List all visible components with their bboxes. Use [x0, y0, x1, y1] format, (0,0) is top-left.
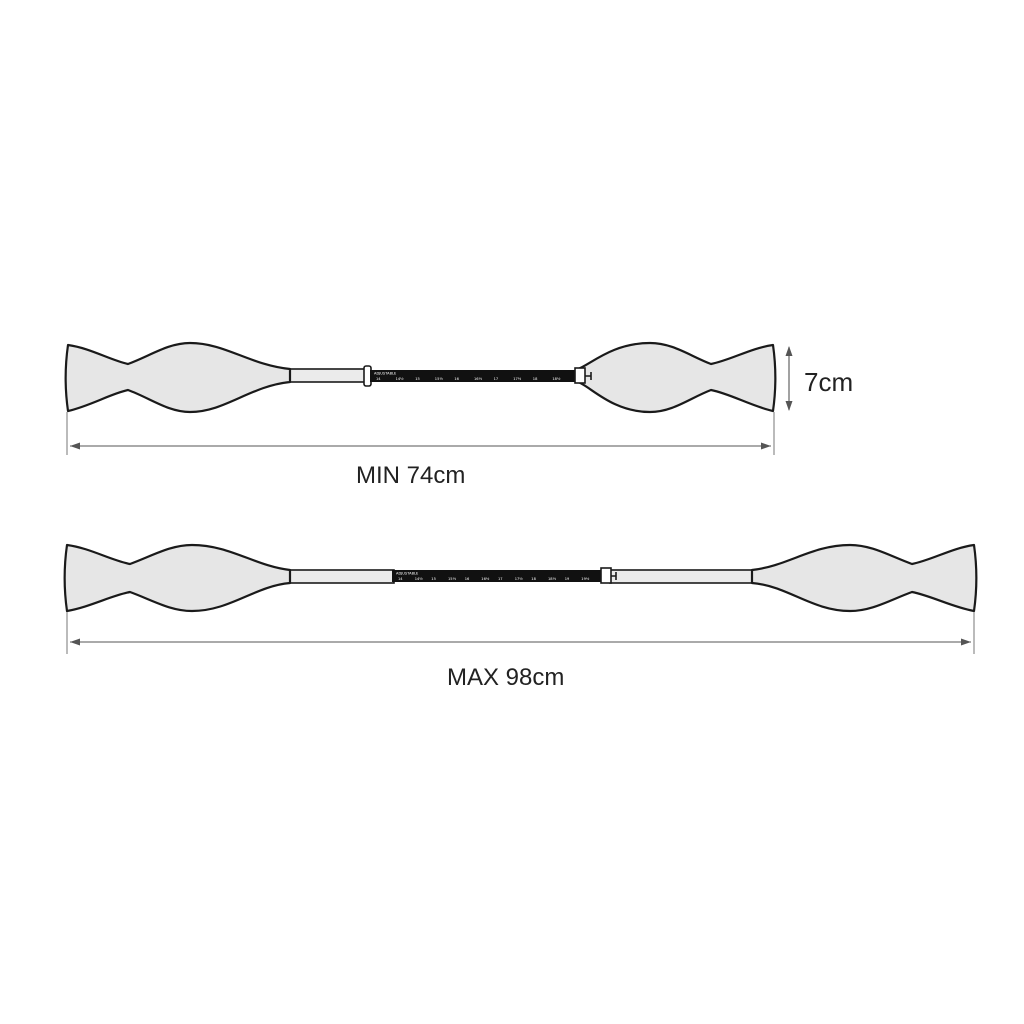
band-size-mark: 17½ [513, 377, 522, 381]
band-size-mark: 14½ [415, 577, 424, 581]
hook-tip [585, 372, 592, 380]
band-size-mark: 16 [465, 577, 470, 581]
min-length-label: MIN 74cm [356, 462, 466, 489]
neck-strap-left [285, 569, 395, 584]
band-size-mark: 18 [533, 377, 538, 381]
band-size-mark: 19½ [581, 577, 590, 581]
band-size-mark: 16½ [481, 577, 490, 581]
tie-blade-right [576, 341, 777, 414]
adjustable-band [370, 370, 582, 382]
band-size-mark: 17½ [515, 577, 524, 581]
band-size-mark: 18½ [548, 577, 557, 581]
band-size-markings: 14 14½ 15 15½ 16 16½ 17 17½ 18 18½ [376, 377, 561, 381]
band-size-mark: 14 [376, 377, 381, 381]
band-size-mark: 16½ [474, 377, 483, 381]
band-brand-text: ADJUSTABLE [374, 372, 397, 376]
band-size-mark: 19 [565, 577, 570, 581]
band-size-mark: 15 [415, 377, 420, 381]
band-size-mark: 14 [398, 577, 403, 581]
arrow-left-icon [70, 638, 80, 646]
max-length-label: MAX 98cm [447, 664, 565, 691]
band-size-mark: 17 [494, 377, 499, 381]
arrow-right-icon [961, 638, 971, 646]
hook-clasp [574, 367, 586, 384]
band-size-mark: 15½ [448, 577, 457, 581]
tie-blade-left [63, 543, 292, 613]
band-brand-text: ADJUSTABLE [396, 572, 419, 576]
band-size-mark: 18½ [552, 377, 561, 381]
arrow-left-icon [70, 442, 80, 450]
height-label: 7cm [804, 367, 854, 397]
band-size-mark: 14½ [396, 377, 405, 381]
arrow-up-icon [785, 346, 793, 356]
tie-blade-left [64, 341, 292, 414]
band-size-mark: 16 [454, 377, 459, 381]
tie-blade-right [750, 543, 978, 613]
band-size-mark: 18 [531, 577, 536, 581]
band-size-mark: 17 [498, 577, 503, 581]
bow-tie-min: ADJUSTABLE 14 14½ 15 15½ 16 16½ 17 17½ 18 18½ [64, 341, 793, 455]
band-size-mark: 15 [431, 577, 436, 581]
slide-adjuster [363, 365, 372, 387]
neck-strap-right [609, 569, 757, 584]
arrow-down-icon [785, 401, 793, 411]
band-size-markings: 14 14½ 15 15½ 16 16½ 17 17½ 18 18½ 19 19½ [398, 577, 590, 581]
hook-tip [611, 572, 617, 580]
neck-strap-left [284, 368, 368, 383]
bow-tie-max: ADJUSTABLE 14 14½ 15 15½ 16 16½ 17 17½ 18 18½ 19 19… [63, 543, 978, 654]
arrow-right-icon [761, 442, 771, 450]
hook-clasp [600, 567, 612, 584]
band-size-mark: 15½ [435, 377, 444, 381]
adjustable-band [392, 570, 606, 582]
